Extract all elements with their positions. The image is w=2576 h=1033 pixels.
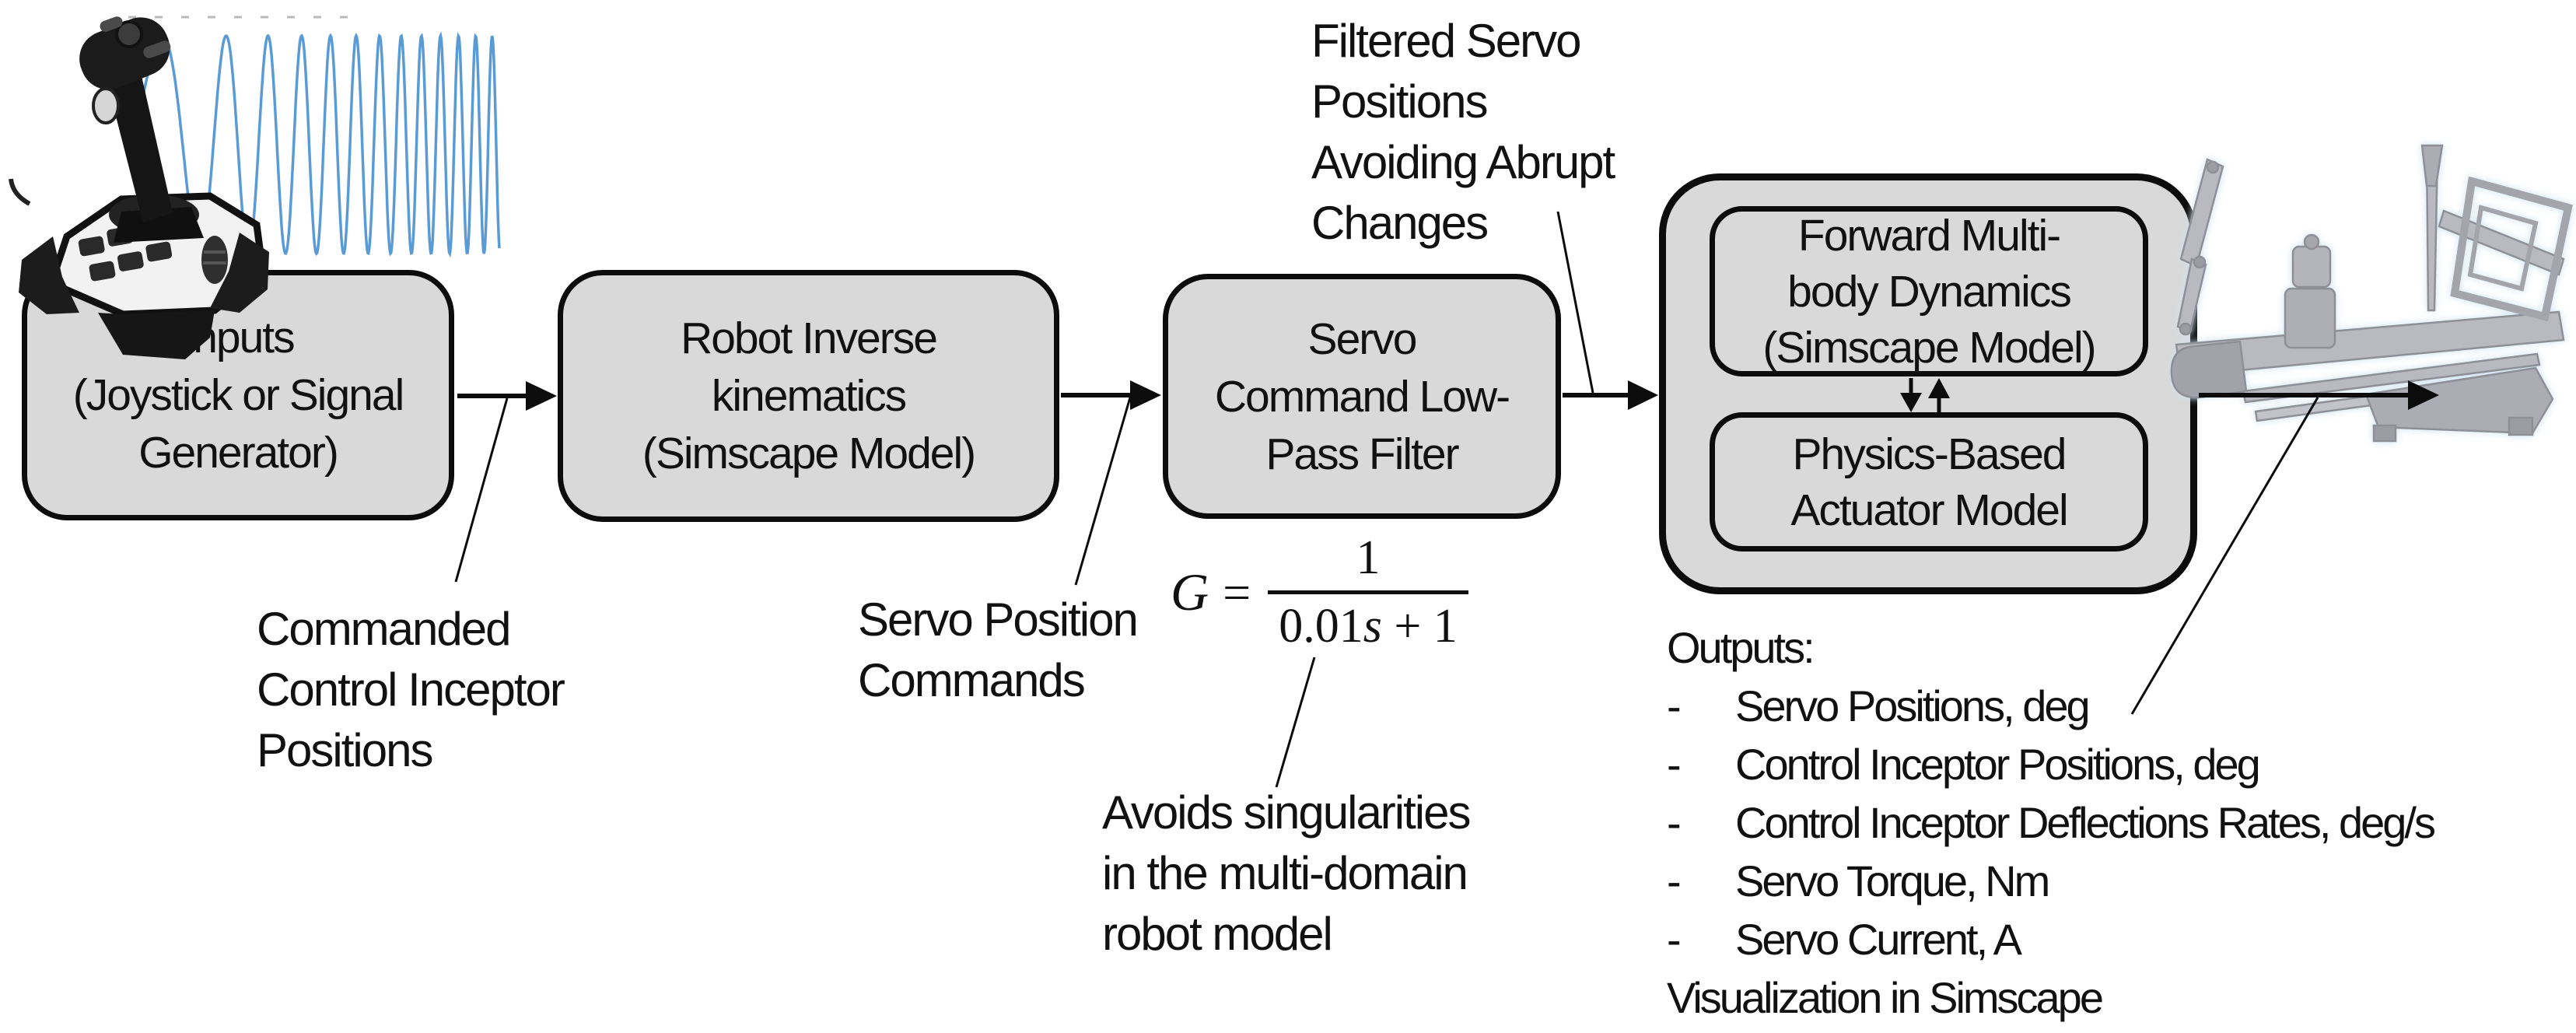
- robot-rail: [2254, 373, 2532, 422]
- block-inputs: Inputs (Joystick or Signal Generator): [22, 270, 454, 520]
- robot-manipulator-cad-icon: [2170, 144, 2573, 443]
- robot-gearbox: [2284, 287, 2336, 349]
- joystick-hat-switch: [115, 20, 143, 48]
- block-am-line2: Actuator Model: [1790, 485, 2068, 535]
- joystick-head-button: [100, 16, 123, 32]
- label-servo-position-commands: Servo Position Commands: [858, 594, 1139, 706]
- robot-stick-antenna: [2425, 149, 2439, 312]
- outputs-list: Outputs: - Servo Positions, deg - Contro…: [1667, 618, 2436, 1027]
- transfer-function-formula: G = 1 0.01s + 1: [1171, 531, 1468, 654]
- block-inputs-line1: Inputs: [182, 313, 295, 362]
- outputs-item: - Control Inceptor Positions, deg: [1667, 740, 2261, 789]
- joystick-stick: [106, 62, 173, 222]
- block-low-pass-filter: Servo Command Low- Pass Filter: [1163, 274, 1561, 519]
- joystick-head-button: [143, 40, 171, 58]
- block-ik-line2: kinematics: [711, 371, 907, 421]
- arrowhead: [526, 381, 557, 411]
- outputs-title: Outputs:: [1667, 623, 1815, 672]
- block-ik-line3: (Simscape Model): [642, 429, 976, 478]
- formula-equals: =: [1223, 564, 1251, 620]
- arrowhead: [1130, 380, 1161, 410]
- formula-fraction: 1 0.01s + 1: [1268, 531, 1468, 654]
- joystick-cable: [9, 178, 31, 206]
- joystick-trigger: [92, 87, 120, 124]
- block-inverse-kinematics: Robot Inverse kinematics (Simscape Model…: [558, 270, 1059, 522]
- robot-rail: [2242, 352, 2541, 404]
- formula-numerator: 1: [1356, 531, 1381, 584]
- formula-lhs: G: [1171, 562, 1209, 622]
- block-inputs-line2: (Joystick or Signal: [72, 370, 404, 420]
- arrowhead: [2408, 380, 2439, 410]
- robot-diagonal-tube: [2438, 209, 2565, 276]
- block-lpf-line1: Servo: [1307, 313, 1418, 364]
- robot-base-bracket: [2364, 366, 2554, 435]
- block-actuator-model: Physics-Based Actuator Model: [1710, 412, 2148, 552]
- label-commanded-positions: Commanded Control Inceptor Positions: [257, 603, 565, 776]
- block-forward-dynamics: Forward Multi- body Dynamics (Simscape M…: [1710, 206, 2148, 376]
- leader-commanded-positions: [454, 397, 509, 583]
- outputs-footer: Visualization in Simscape: [1667, 973, 2104, 1022]
- block-lpf-line2: Command Low-: [1214, 371, 1510, 422]
- leader-servo-commands: [1074, 397, 1132, 586]
- joystick-boot-ring: [109, 194, 199, 235]
- outputs-item: - Servo Current, A: [1667, 915, 2022, 964]
- formula-denominator: 0.01s + 1: [1268, 590, 1468, 654]
- joystick-boot: [114, 207, 204, 243]
- robot-motor: [2291, 245, 2332, 289]
- joystick-handle: [79, 17, 170, 90]
- robot-frame: [2450, 176, 2573, 322]
- label-filtered-servo: Filtered Servo Positions Avoiding Abrupt…: [1311, 15, 1615, 249]
- arrowhead: [1628, 380, 1658, 410]
- outputs-item: - Servo Positions, deg: [1667, 681, 2091, 730]
- block-am-line1: Physics-Based: [1792, 429, 2067, 479]
- block-lpf-line3: Pass Filter: [1265, 429, 1459, 479]
- block-fd-line1: Forward Multi-: [1797, 210, 2061, 261]
- leader-avoids-singularities: [1275, 657, 1316, 788]
- block-fd-line2: body Dynamics: [1787, 266, 2072, 317]
- input-signal-waveform-icon: [128, 16, 501, 258]
- block-ik-line1: Robot Inverse: [681, 313, 938, 363]
- chirp-sine-wave: [131, 31, 501, 258]
- block-fd-line3: (Simscape Model): [1762, 322, 2096, 373]
- outputs-item: - Control Inceptor Deflections Rates, de…: [1667, 798, 2436, 847]
- label-avoids-singularities: Avoids singularities in the multi-domain…: [1102, 786, 1471, 960]
- robot-main-beam: [2175, 310, 2565, 377]
- outputs-item: - Servo Torque, Nm: [1667, 856, 2050, 905]
- block-inputs-line3: Generator): [138, 428, 339, 478]
